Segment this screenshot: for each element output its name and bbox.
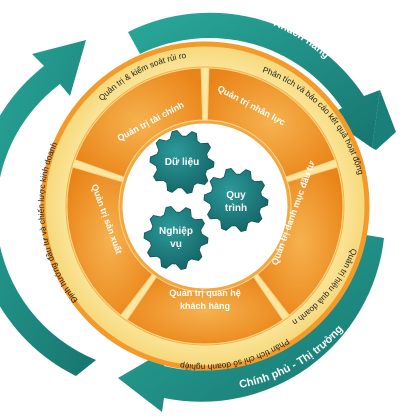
gear-label-process-1: Quy	[226, 190, 246, 201]
outer-ring-inner-edge	[65, 66, 345, 346]
gear-label-business-1: Nghiệp	[159, 226, 193, 237]
gear-business-icon	[143, 205, 209, 271]
segment-portfolio	[256, 166, 344, 317]
gear-label-process-2: trình	[225, 203, 247, 214]
gear-label-business-2: vụ	[170, 239, 182, 250]
gear-data-icon	[149, 129, 215, 195]
arrow-label-left: Doanh nghiệp	[4, 198, 26, 274]
segment-finance	[74, 67, 204, 178]
segments-ring	[66, 67, 344, 345]
gear-process-icon	[203, 167, 269, 233]
gear-label-data: Dữ liệu	[165, 157, 199, 168]
gear-labels: Dữ liệu Quy trình Nghiệp vụ	[159, 157, 247, 250]
segment-label-crm-line2: khách hàng	[180, 301, 230, 311]
arrow-label-left-text: Doanh nghiệp	[4, 198, 26, 274]
arrow-khach-hang	[128, 12, 396, 150]
segment-hr	[206, 67, 336, 178]
gears-group	[143, 129, 269, 271]
segment-production	[66, 166, 154, 317]
segment-crm	[126, 276, 284, 345]
segment-label-crm-line1: Quản trị quan hệ	[169, 288, 241, 298]
